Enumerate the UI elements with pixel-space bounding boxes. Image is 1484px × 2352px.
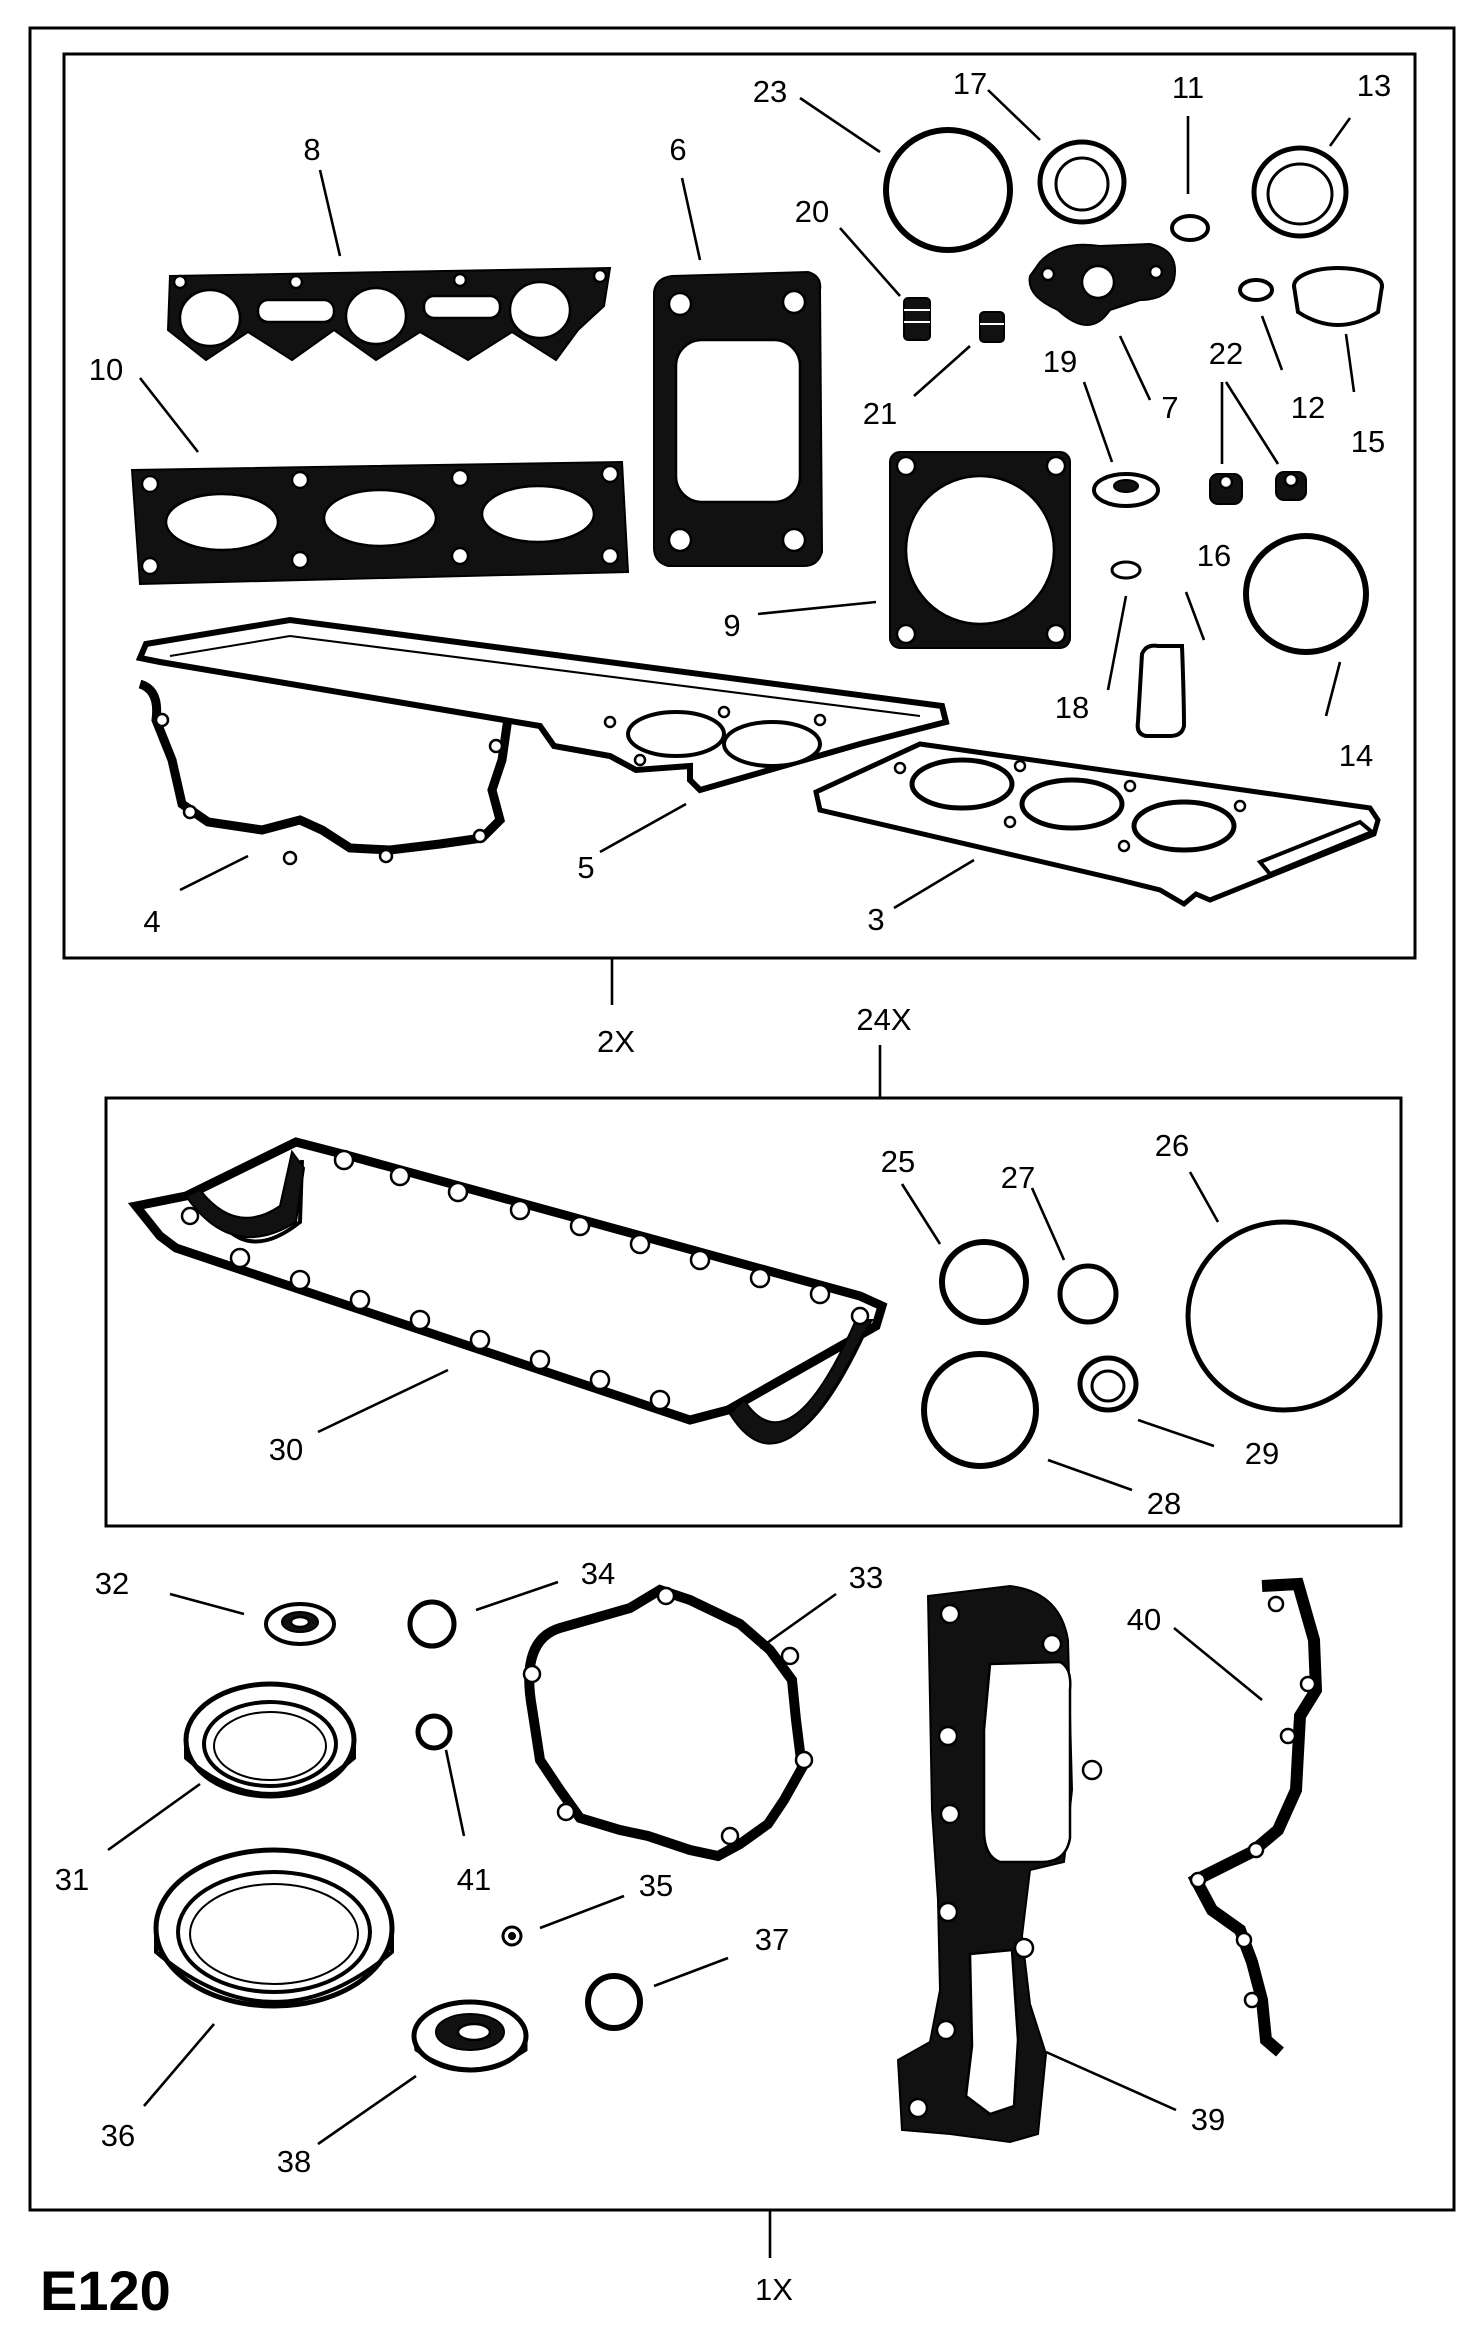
part-15-seal-cup — [1292, 266, 1384, 327]
part-4-timing-gasket — [138, 679, 513, 866]
callout-19: 19 — [1043, 344, 1077, 379]
callout-12: 12 — [1291, 390, 1325, 425]
part-23-o-ring — [883, 127, 1013, 253]
part-35-washer — [501, 1925, 523, 1947]
callout-18: 18 — [1055, 690, 1089, 725]
callout-31: 31 — [55, 1862, 89, 1897]
callout-4: 4 — [143, 904, 160, 939]
part-29-seal — [1077, 1355, 1139, 1413]
callout-20: 20 — [795, 194, 829, 229]
callout-23: 23 — [753, 74, 787, 109]
callout-14: 14 — [1339, 738, 1373, 773]
middle-kit-frame — [104, 1096, 1403, 1528]
part-9-throttle-gasket — [889, 451, 1071, 649]
part-31-crank-seal — [183, 1681, 357, 1799]
callout-28: 28 — [1147, 1486, 1181, 1521]
part-3-head-gasket — [813, 741, 1381, 908]
callout-6: 6 — [669, 132, 686, 167]
callout-17: 17 — [953, 66, 987, 101]
part-12-o-ring — [1238, 278, 1274, 302]
part-22-seal-a — [1209, 473, 1243, 505]
callout-25: 25 — [881, 1144, 915, 1179]
middle-kit-qty: 24X — [856, 1002, 911, 1037]
part-30-oil-pan-gasket — [127, 1137, 888, 1445]
outer-frame — [28, 26, 1456, 2212]
part-41-o-ring — [415, 1713, 453, 1751]
part-38-seal — [411, 1999, 529, 2073]
callout-15: 15 — [1351, 424, 1385, 459]
callout-35: 35 — [639, 1868, 673, 1903]
callout-34: 34 — [581, 1556, 615, 1591]
part-19-grommet — [1092, 472, 1160, 508]
callout-22: 22 — [1209, 336, 1243, 371]
part-5-valve-cover-gasket — [135, 616, 950, 794]
top-kit-qty: 2X — [597, 1024, 635, 1059]
part-17-seal — [1037, 139, 1127, 225]
callout-39: 39 — [1191, 2102, 1225, 2137]
part-8-intake-gasket — [166, 266, 612, 362]
callout-5: 5 — [577, 850, 594, 885]
leader-lines — [107, 89, 1356, 2146]
callout-10: 10 — [89, 352, 123, 387]
part-28-o-ring — [921, 1351, 1039, 1469]
part-16-small-gasket — [1135, 643, 1187, 738]
part-39-timing-cover-gasket — [896, 1584, 1103, 2144]
callout-26: 26 — [1155, 1128, 1189, 1163]
part-34-o-ring — [407, 1599, 457, 1649]
part-33-water-pump-gasket — [522, 1584, 814, 1862]
callout-11: 11 — [1172, 70, 1204, 105]
callout-27: 27 — [1001, 1160, 1035, 1195]
callout-8: 8 — [303, 132, 320, 167]
part-7-oval-gasket — [1028, 242, 1176, 326]
part-40-cover-gasket — [1187, 1577, 1323, 2057]
callout-3: 3 — [867, 902, 884, 937]
callout-36: 36 — [101, 2118, 135, 2153]
callout-33: 33 — [849, 1560, 883, 1595]
part-32-seal — [264, 1602, 336, 1646]
part-18-washer — [1110, 560, 1142, 580]
part-11-o-ring — [1170, 214, 1210, 242]
callout-16: 16 — [1197, 538, 1231, 573]
part-22-seal-b — [1275, 471, 1307, 501]
callout-9: 9 — [723, 608, 740, 643]
callout-38: 38 — [277, 2144, 311, 2179]
callout-37: 37 — [755, 1922, 789, 1957]
part-25-o-ring — [939, 1239, 1029, 1325]
callout-7: 7 — [1161, 390, 1178, 425]
part-37-o-ring — [585, 1973, 643, 2031]
part-10-exhaust-gasket — [130, 460, 630, 586]
callout-40: 40 — [1127, 1602, 1161, 1637]
part-20-valve-seal — [903, 297, 931, 341]
callout-41: 41 — [457, 1862, 491, 1897]
callout-21: 21 — [863, 396, 897, 431]
part-36-crank-seal — [153, 1847, 395, 2009]
diagram-code: E120 — [40, 2259, 171, 2322]
part-26-o-ring — [1185, 1219, 1383, 1413]
part-6-flange-gasket — [653, 270, 824, 567]
part-21-valve-seal — [979, 311, 1005, 343]
callout-13: 13 — [1357, 68, 1391, 103]
overall-qty: 1X — [755, 2272, 793, 2307]
top-kit-frame — [62, 52, 1417, 960]
callout-30: 30 — [269, 1432, 303, 1467]
part-14-o-ring — [1243, 533, 1369, 655]
callout-29: 29 — [1245, 1436, 1279, 1471]
callout-32: 32 — [95, 1566, 129, 1601]
part-13-seal — [1251, 145, 1349, 239]
part-27-o-ring — [1057, 1263, 1119, 1325]
